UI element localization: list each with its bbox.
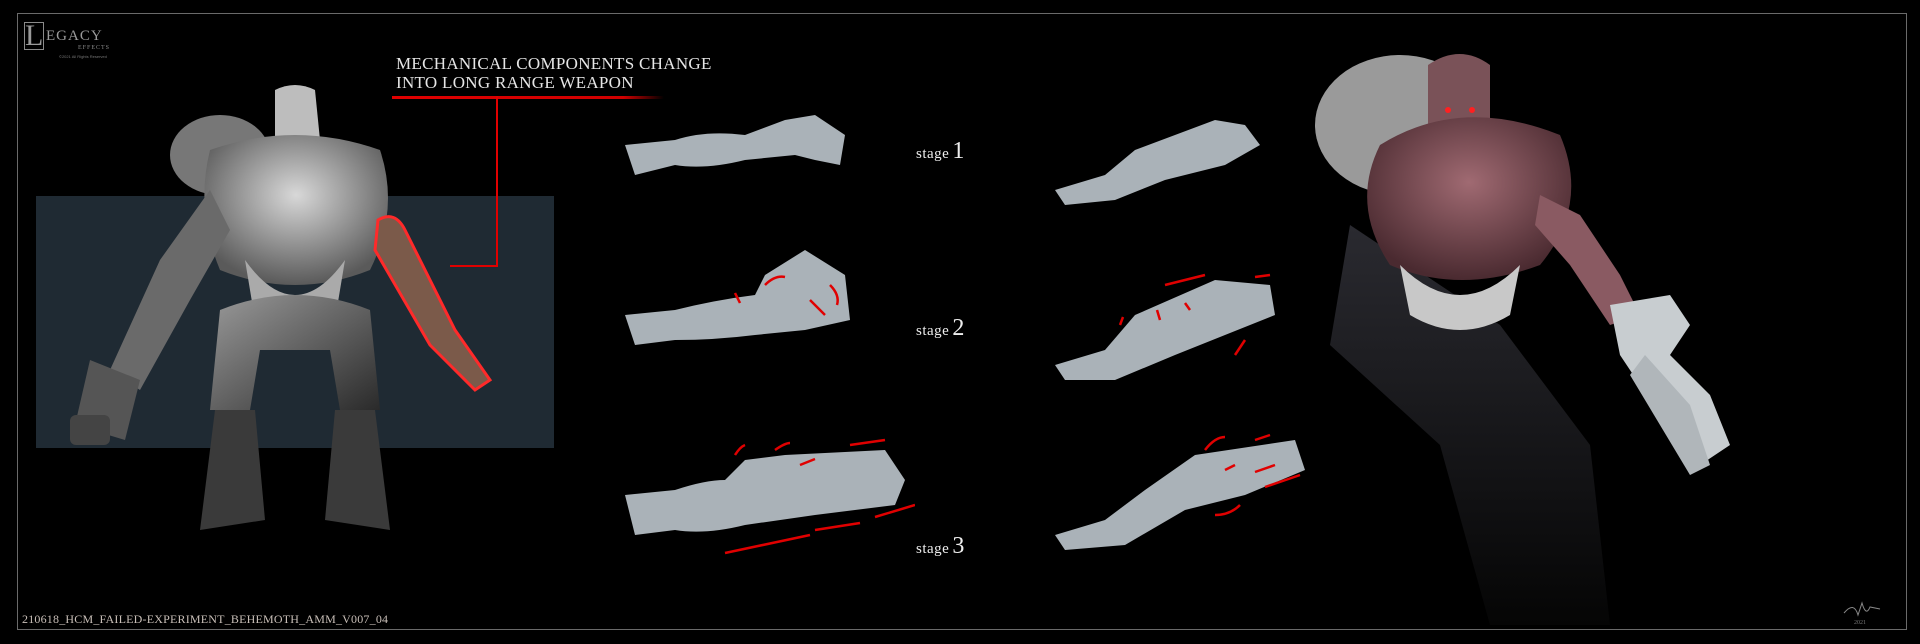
logo-subtitle: EFFECTS: [78, 45, 111, 51]
callout-connector-vertical: [496, 96, 498, 266]
logo-letter: L: [24, 19, 44, 52]
legacy-effects-logo: L EGACY EFFECTS ©2021 All Rights Reserve…: [22, 20, 112, 60]
arm-side-view-stage-1: [625, 115, 845, 175]
arm-top-view-stage-3: [1055, 433, 1305, 550]
copyright-text: ©2021 All Rights Reserved: [59, 54, 107, 59]
file-name-label: 210618_HCM_FAILED-EXPERIMENT_BEHEMOTH_AM…: [22, 612, 389, 626]
arm-side-view-stage-2: [625, 250, 850, 345]
arm-side-view-stage-3: [625, 438, 915, 555]
artist-signature: 2021: [1843, 601, 1881, 626]
arm-top-view-stage-2: [1055, 273, 1275, 380]
callout-text: Mechanical Components Change into long r…: [396, 54, 712, 92]
arm-top-view-stage-1: [1055, 120, 1260, 205]
logo-word: EGACY: [46, 28, 103, 44]
callout-connector-horizontal: [450, 265, 498, 267]
callout-underline: [392, 96, 664, 99]
callout-line-2: into long range weapon: [396, 73, 634, 92]
callout-line-1: Mechanical Components Change: [396, 54, 712, 73]
behemoth-grayscale-figure: [70, 85, 493, 530]
page-frame: [17, 13, 1907, 630]
signature-year: 2021: [1854, 620, 1866, 626]
behemoth-color-render: [1315, 54, 1730, 625]
